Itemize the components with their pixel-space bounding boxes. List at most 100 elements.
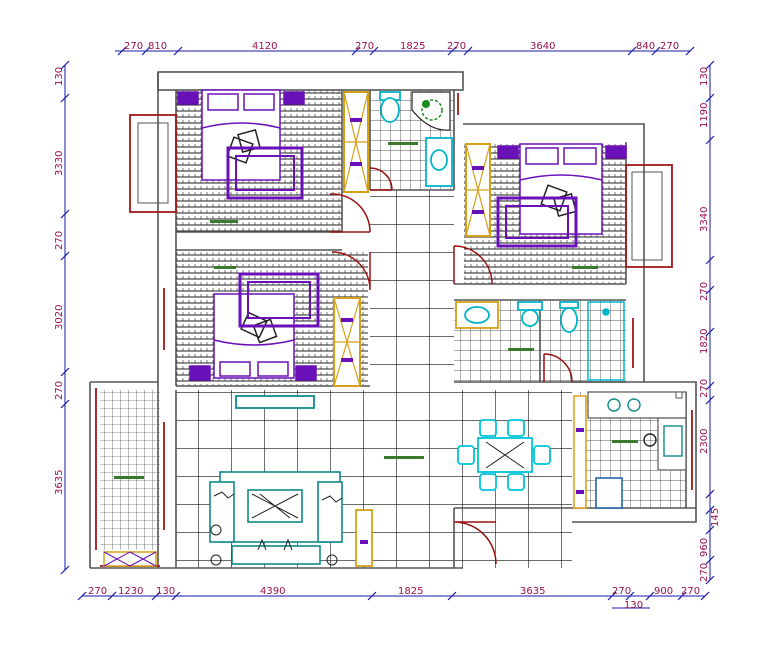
dim-tick-top-5 xyxy=(447,46,457,56)
dim-tick-right-0 xyxy=(705,60,715,70)
dim-tick-right-11 xyxy=(705,555,715,565)
rug-icon xyxy=(238,272,320,328)
dim-tick-right-6 xyxy=(705,381,715,391)
room-label-bar xyxy=(508,348,534,351)
balcony-cabinet-cross xyxy=(103,551,157,567)
bathroom-1 xyxy=(379,91,453,187)
dim-top-8: 270 xyxy=(660,41,679,52)
dim-tick-left-6 xyxy=(60,565,70,575)
dim-bottom-1: 1230 xyxy=(118,586,143,597)
outer-wall-top xyxy=(157,71,464,91)
dim-tick-bottom-9 xyxy=(677,591,687,601)
balcony-floor xyxy=(100,390,160,550)
sink-icon xyxy=(455,301,499,329)
door-bed3 xyxy=(453,245,493,285)
dim-tick-right-7 xyxy=(705,395,715,405)
kitchen xyxy=(573,391,687,509)
shower-icon xyxy=(587,301,625,381)
dim-bottom-0: 270 xyxy=(88,586,107,597)
living-room xyxy=(209,395,424,567)
dim-bottom-3: 4390 xyxy=(260,586,285,597)
bed-icon xyxy=(177,89,305,181)
room-label-bar xyxy=(572,266,598,269)
bed-icon xyxy=(497,143,627,235)
toilet-icon xyxy=(517,301,543,327)
dim-tick-bottom-10 xyxy=(700,591,710,601)
sink-icon xyxy=(425,137,453,187)
side-cabinet-mark xyxy=(360,540,368,544)
room-label-bar xyxy=(210,220,238,223)
door-bed1 xyxy=(329,193,371,233)
dim-tick-left-4 xyxy=(60,367,70,377)
doors xyxy=(329,167,573,565)
window-bed1 xyxy=(129,114,177,213)
room-label-bar xyxy=(214,266,236,269)
outer-wall-bottom xyxy=(89,381,463,569)
dim-right-0: 130 xyxy=(699,67,710,86)
wardrobe-icon xyxy=(343,91,369,193)
dim-bottom-5: 3635 xyxy=(520,586,545,597)
dim-bottom-8: 270 xyxy=(681,586,700,597)
dim-left-3: 3020 xyxy=(54,305,65,330)
dim-bottom-4: 1825 xyxy=(398,586,423,597)
inner-wall-bed1 xyxy=(176,231,342,251)
dimension-lines xyxy=(64,50,711,609)
dim-top-2: 4120 xyxy=(252,41,277,52)
fridge xyxy=(595,477,623,509)
dim-tick-bottom-0 xyxy=(77,591,87,601)
dining-chairs xyxy=(457,419,551,491)
dim-tick-bottom-3 xyxy=(171,591,181,601)
dining-table-icon xyxy=(477,437,533,473)
dim-tick-bottom-6 xyxy=(607,591,617,601)
dim-top-7: 840 xyxy=(636,41,655,52)
dim-right-9: 270 xyxy=(699,563,710,582)
dim-top-6: 3640 xyxy=(530,41,555,52)
dim-top-0: 270 xyxy=(124,41,143,52)
stove-icon xyxy=(607,398,641,412)
dim-tick-bottom-7 xyxy=(625,591,635,601)
door-bath1 xyxy=(369,167,393,191)
wardrobe-icon xyxy=(465,143,491,237)
dim-right-5: 270 xyxy=(699,379,710,398)
dim-tick-right-4 xyxy=(705,255,715,265)
dim-tick-top-8 xyxy=(651,46,661,56)
dim-left-5: 3635 xyxy=(54,470,65,495)
inner-wall-bed3 xyxy=(454,283,626,301)
dim-tick-top-3 xyxy=(351,46,361,56)
dim-tick-bottom-2 xyxy=(151,591,161,601)
dim-left-0: 130 xyxy=(54,67,65,86)
dim-right-1: 1190 xyxy=(699,103,710,128)
door-bath2 xyxy=(543,353,573,383)
wardrobe-icon xyxy=(333,297,361,387)
dim-tick-left-5 xyxy=(60,399,70,409)
dim-tick-bottom-5 xyxy=(447,591,457,601)
hallway-floor xyxy=(370,190,454,390)
dim-tick-bottom-8 xyxy=(645,591,655,601)
dim-tick-top-0 xyxy=(117,46,127,56)
dim-left-1: 3330 xyxy=(54,151,65,176)
room-label-bar xyxy=(612,440,638,443)
dim-tick-left-3 xyxy=(60,251,70,261)
bedroom-2 xyxy=(189,266,361,387)
dim-right-2: 3340 xyxy=(699,207,710,232)
side-cabinet xyxy=(355,509,373,567)
dim-tick-bottom-1 xyxy=(107,591,117,601)
dim-bottom-7: 900 xyxy=(654,586,673,597)
plant-icon xyxy=(411,91,451,131)
room-label-bar xyxy=(114,476,144,479)
dining-area xyxy=(457,419,551,491)
room-label-bar xyxy=(384,456,424,459)
room-label-bar xyxy=(388,142,418,145)
dim-bottom2-0: 130 xyxy=(624,600,643,611)
dim-top-5: 270 xyxy=(447,41,466,52)
dim-right-7: 145 xyxy=(710,508,721,527)
dim-tick-top-9 xyxy=(685,46,695,56)
dim-tick-top-7 xyxy=(627,46,637,56)
door-bed2 xyxy=(331,251,371,291)
kitchen-counter xyxy=(587,391,687,419)
window-bed3 xyxy=(625,164,673,268)
toilet-icon xyxy=(379,91,401,123)
dim-tick-right-2 xyxy=(705,135,715,145)
dim-bottom-6: 270 xyxy=(612,586,631,597)
dim-left-2: 270 xyxy=(54,231,65,250)
